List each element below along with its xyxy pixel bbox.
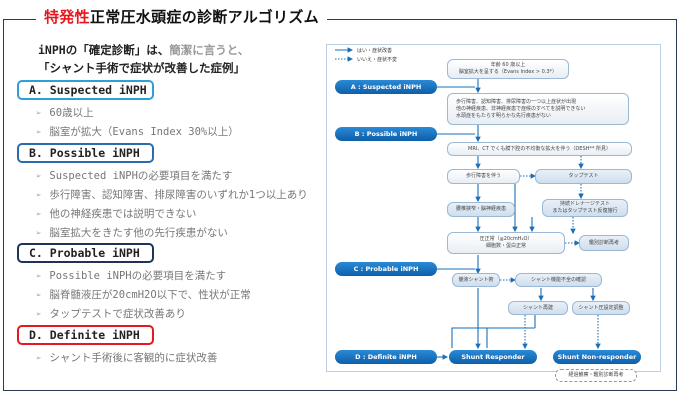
bullet-item: ➢脳脊髄液圧が20cmH2O以下で、性状が正常 xyxy=(36,289,251,301)
category-d-label: D. Definite iNPH xyxy=(17,325,154,345)
bullet-item: ➢他の神経疾患では説明できない xyxy=(36,208,197,220)
stage-c-pill: C : Probable iNPH xyxy=(335,262,437,276)
connector xyxy=(486,327,535,348)
bullet-arrow-icon: ➢ xyxy=(36,191,42,201)
shunt-non-responder-pill: Shunt Non-responder xyxy=(553,350,641,364)
bullet-arrow-icon: ➢ xyxy=(36,210,42,220)
reshunt-box: シャント再建 xyxy=(508,301,568,315)
shunt-check-box: シャント機能不全の確認 xyxy=(515,273,602,287)
title-rest: 正常圧水頭症の診断アルゴリズム xyxy=(89,8,319,26)
bullet-item: ➢タップテストで症状改善あり xyxy=(36,308,186,320)
differential-box: 鑑別診断再考 xyxy=(579,235,629,251)
bullet-item: ➢シャント手術後に客観的に症状改善 xyxy=(36,352,218,364)
intro-text: iNPHの「確定診断」は、簡潔に言うと、 「シャント手術で症状が改善した症例」 xyxy=(38,41,249,77)
pressure-adjust-box: シャント圧設定調整 xyxy=(572,301,630,315)
stage-b-pill: B : Possible iNPH xyxy=(335,127,437,141)
category-a-label: A. Suspected iNPH xyxy=(17,80,154,100)
bullet-item: ➢脳室拡大をきたす他の先行疾患がない xyxy=(36,227,228,239)
gait-box: 歩行障害を伴う xyxy=(447,169,520,184)
stage-a-pill: A : Suspected iNPH xyxy=(335,80,437,94)
category-b-label: B. Possible iNPH xyxy=(17,143,154,163)
flowchart-connectors xyxy=(335,47,601,360)
flowchart: はい・症状改善 いいえ・症状不変 A : Suspected iNPH B : … xyxy=(326,44,661,382)
bullet-arrow-icon: ➢ xyxy=(36,291,42,301)
intro-line1-grey: 簡潔に言うと、 xyxy=(169,43,250,57)
bullet-arrow-icon: ➢ xyxy=(36,272,42,282)
intro-line1: iNPHの「確定診断」は、 xyxy=(38,43,170,57)
bullet-arrow-icon: ➢ xyxy=(36,229,42,239)
bullet-item: ➢Suspected iNPHの必要項目を満たす xyxy=(36,170,233,182)
intro-line2: 「シャント手術で症状が改善した症例」 xyxy=(38,61,245,75)
tap-test-box: タップテスト xyxy=(535,169,632,184)
stenosis-box: 腰椎狭窄・脳神経疾患 xyxy=(447,202,515,217)
bullet-arrow-icon: ➢ xyxy=(36,109,42,119)
bullet-arrow-icon: ➢ xyxy=(36,128,42,138)
bullet-arrow-icon: ➢ xyxy=(36,310,42,320)
content-frame xyxy=(3,19,677,391)
csf-pressure-box: 圧正常（≦20cmH₂O） 細胞数・蛋白正常 xyxy=(447,232,565,254)
page-title: 特発性正常圧水頭症の診断アルゴリズム xyxy=(36,6,327,27)
symptom-criteria-box: 歩行障害、認知障害、排尿障害の一つ以上症状が出現 他の神経疾患、非神経疾患で症候… xyxy=(447,93,629,125)
legend-dotted-label: いいえ・症状不変 xyxy=(357,57,398,63)
bullet-item: ➢脳室が拡大（Evans Index 30%以上） xyxy=(36,126,239,138)
stage-d-pill: D : Definite iNPH xyxy=(335,350,437,364)
category-c-label: C. Probable iNPH xyxy=(17,243,154,263)
bullet-arrow-icon: ➢ xyxy=(36,172,42,182)
drainage-test-box: 持続ドレナージテスト またはタップテスト反復施行 xyxy=(542,199,628,217)
bullet-item: ➢60歳以上 xyxy=(36,107,94,119)
shunt-responder-pill: Shunt Responder xyxy=(449,350,537,364)
bullet-arrow-icon: ➢ xyxy=(36,354,42,364)
bullet-item: ➢歩行障害、認知障害、排尿障害のいずれか1つ以上あり xyxy=(36,189,308,201)
age-criteria-box: 年齢 60 歳以上 脳室拡大を呈する（Evans Index > 0.3*） xyxy=(447,59,569,79)
connector xyxy=(451,327,487,348)
title-highlight: 特発性 xyxy=(44,8,90,26)
legend-solid-label: はい・症状改善 xyxy=(357,48,393,54)
bullet-item: ➢Possible iNPHの必要項目を満たす xyxy=(36,270,227,282)
observation-box: 経過観察・鑑別診断再考 xyxy=(555,369,637,382)
shunt-surgery-box: 髄液シャント術 xyxy=(452,273,500,287)
mri-ct-box: MRI、CT でくも膜下腔の不均衡な拡大を伴う（DESH** 所見） xyxy=(447,142,632,156)
